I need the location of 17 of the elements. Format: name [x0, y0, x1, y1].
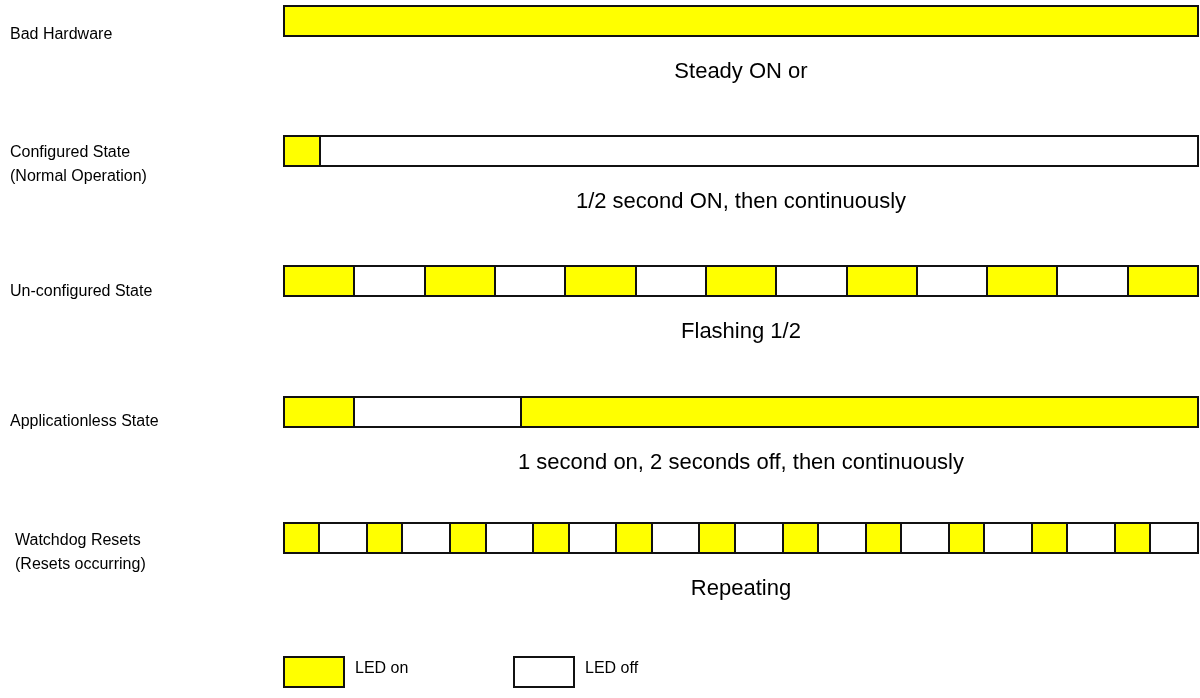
state-label: Watchdog Resets (Resets occurring): [15, 530, 147, 574]
legend-text: LED off: [585, 658, 639, 678]
led-timing-bar: [283, 522, 1199, 554]
pattern-description: Steady ON or: [674, 57, 808, 85]
state-label: Un-configured State: [10, 281, 154, 301]
legend-text: LED on: [355, 658, 409, 678]
state-label: Bad Hardware: [10, 24, 114, 44]
led-timing-bar: [283, 5, 1199, 37]
led-timing-bar: [283, 396, 1199, 428]
state-label: Applicationless State: [10, 411, 160, 431]
pattern-description: 1 second on, 2 seconds off, then continuously: [518, 448, 964, 476]
state-label: Configured State (Normal Operation): [10, 142, 148, 186]
led-timing-bar: [283, 135, 1199, 167]
led-timing-bar: [283, 265, 1199, 297]
pattern-description: 1/2 second ON, then continuously: [575, 187, 907, 215]
pattern-description: Repeating: [690, 574, 792, 602]
pattern-description: Flashing 1/2: [681, 317, 801, 345]
